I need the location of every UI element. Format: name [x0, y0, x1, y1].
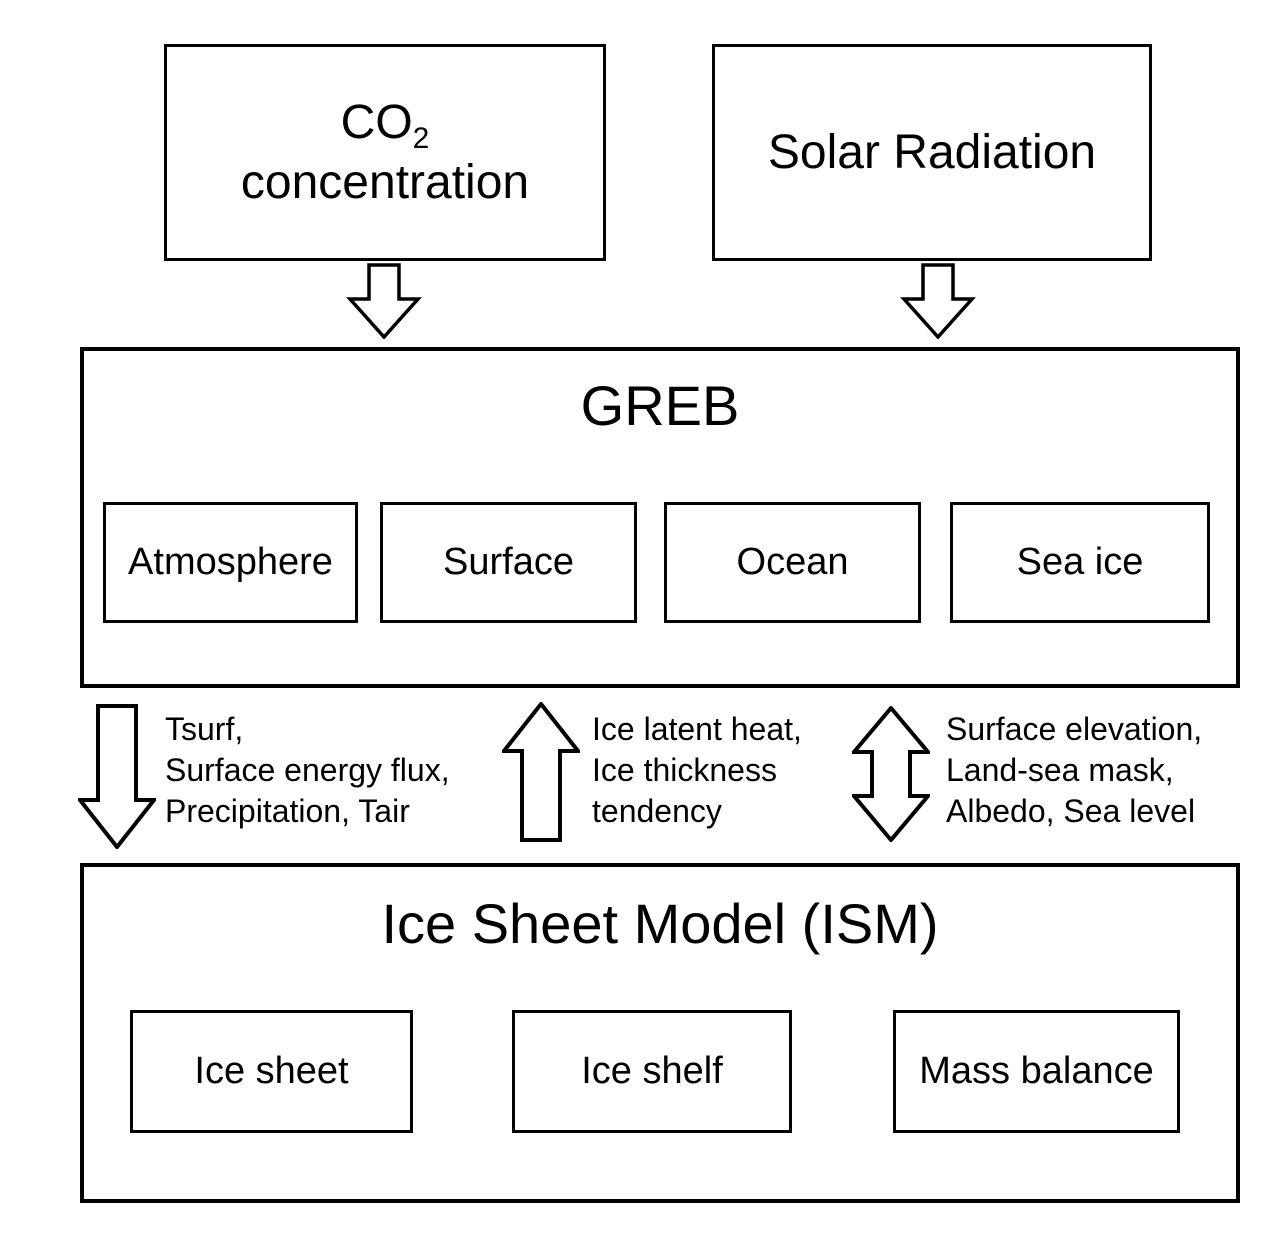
flow-down-line-3: Precipitation, Tair: [165, 793, 410, 829]
ism-title: Ice Sheet Model (ISM): [381, 892, 939, 955]
surface-label: Surface: [443, 541, 574, 583]
ice-sheet-label: Ice sheet: [194, 1050, 349, 1092]
solar-down-arrow-icon: [900, 263, 976, 339]
surface-box: Surface: [380, 502, 637, 623]
flow-up-line-3: tendency: [592, 793, 722, 829]
ice-shelf-box: Ice shelf: [512, 1010, 792, 1133]
atmosphere-label: Atmosphere: [128, 541, 333, 583]
co2-down-arrow-icon: [346, 263, 422, 339]
ice-shelf-label: Ice shelf: [581, 1050, 723, 1092]
sea-ice-label: Sea ice: [1016, 541, 1144, 583]
greb-to-ism-flow-label: Tsurf, Surface energy flux, Precipitatio…: [165, 709, 450, 832]
ocean-label: Ocean: [736, 541, 849, 583]
bidirectional-flow-label: Surface elevation, Land-sea mask, Albedo…: [946, 709, 1202, 832]
co2-concentration-label: CO2 concentration: [241, 93, 529, 213]
flow-both-line-3: Albedo, Sea level: [946, 793, 1196, 829]
flow-down-line-1: Tsurf,: [165, 711, 244, 747]
co2-subscript-text: 2: [412, 121, 430, 155]
flow-both-line-1: Surface elevation,: [946, 711, 1203, 747]
bidirectional-arrow-icon: [852, 706, 930, 842]
solar-radiation-box: Solar Radiation: [712, 44, 1152, 261]
flow-both-line-2: Land-sea mask,: [946, 752, 1174, 788]
co2-concentration-box: CO2 concentration: [164, 44, 606, 261]
flow-up-line-1: Ice latent heat,: [592, 711, 802, 747]
ism-to-greb-flow-label: Ice latent heat, Ice thickness tendency: [592, 709, 802, 832]
ice-sheet-box: Ice sheet: [130, 1010, 413, 1133]
solar-radiation-label: Solar Radiation: [767, 125, 1097, 179]
ocean-box: Ocean: [664, 502, 921, 623]
concentration-text: concentration: [240, 155, 530, 209]
greb-title: GREB: [580, 374, 740, 437]
atmosphere-box: Atmosphere: [103, 502, 358, 623]
flow-down-line-2: Surface energy flux,: [165, 752, 450, 788]
greb-to-ism-down-arrow-icon: [78, 704, 156, 849]
ism-to-greb-up-arrow-icon: [502, 702, 580, 842]
flow-up-line-2: Ice thickness: [592, 752, 777, 788]
mass-balance-label: Mass balance: [919, 1050, 1154, 1092]
co2-main-text: CO: [340, 95, 413, 149]
sea-ice-box: Sea ice: [950, 502, 1210, 623]
mass-balance-box: Mass balance: [893, 1010, 1180, 1133]
